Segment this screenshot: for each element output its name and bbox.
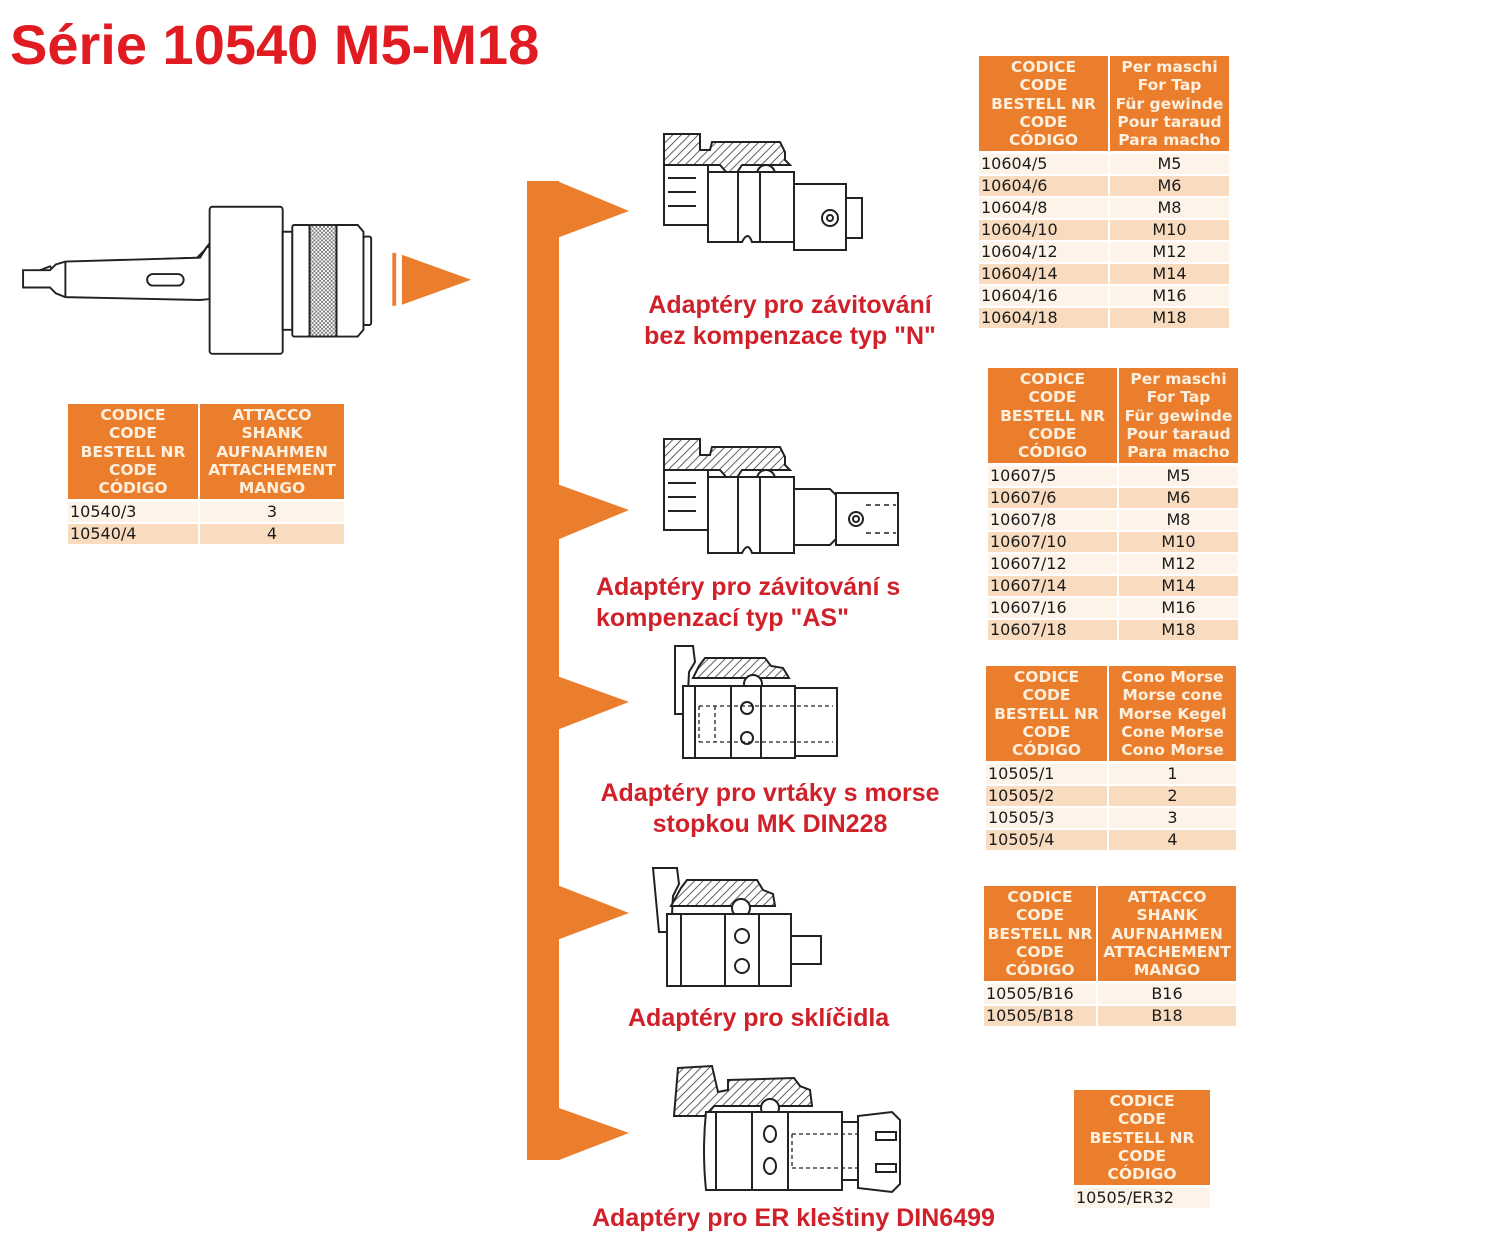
branch-arrow — [557, 885, 629, 940]
morse-taper-quick-change-holder-icon — [22, 205, 472, 355]
caption-er-collet-adapter: Adaptéry pro ER kleštiny DIN6499 — [592, 1204, 995, 1232]
branch-arrow — [557, 676, 629, 730]
table-row: 10505/ER32 — [1074, 1188, 1210, 1211]
branch-arrow — [557, 484, 629, 540]
bracket-spine — [527, 181, 559, 1147]
drill-chuck-adapter-icon — [651, 867, 822, 987]
caption-morse-drill-adapter: Adaptéry pro vrtáky s morse stopkou MK D… — [600, 779, 940, 838]
direction-arrow-icon — [392, 252, 472, 306]
branch-arrow — [527, 181, 629, 238]
er-collet-adapter-icon — [672, 1064, 901, 1194]
branch-arrow — [527, 1090, 629, 1160]
page-title: Série 10540 M5-M18 — [10, 13, 540, 76]
caption-drill-chuck-adapter: Adaptéry pro sklíčidla — [628, 1004, 890, 1032]
morse-taper-drill-adapter-icon — [674, 645, 838, 759]
tapping-adapter-type-n-icon — [663, 133, 863, 251]
tapping-adapter-type-as-icon — [663, 438, 899, 554]
caption-tapping-adapter-n: Adaptéry pro závitování bez kompenzace t… — [644, 291, 936, 350]
caption-tapping-adapter-as: Adaptéry pro závitování s kompenzací typ… — [596, 573, 901, 632]
